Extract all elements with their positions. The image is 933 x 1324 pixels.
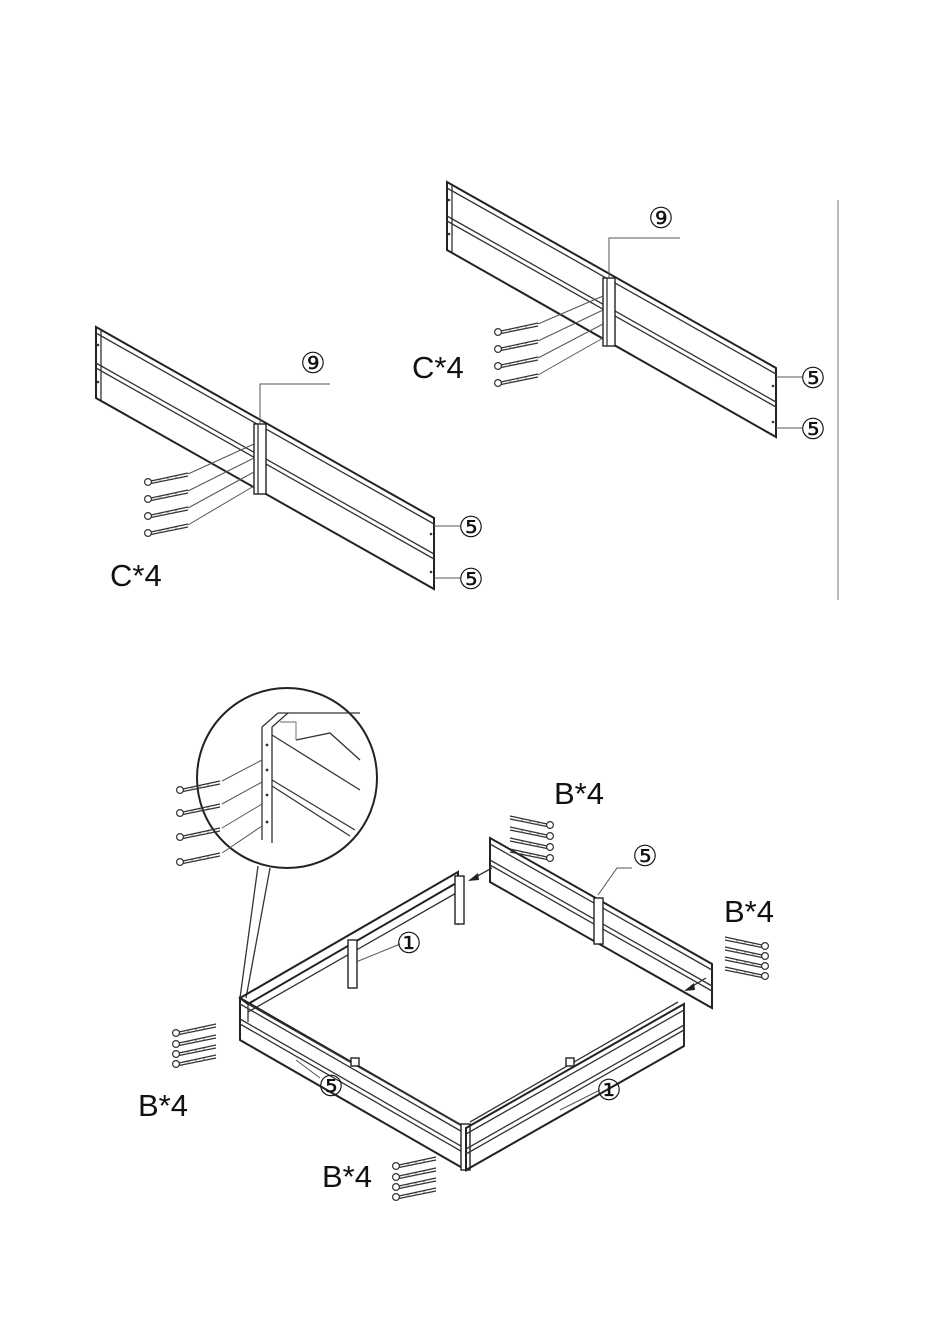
part-number-board: ① — [396, 928, 422, 960]
part-number-board: ⑤ — [632, 841, 658, 873]
screw-icon — [393, 1168, 436, 1180]
screw-icon — [177, 828, 220, 840]
hardware-label: C*4 — [412, 350, 464, 385]
part-number-post: ⑨ — [648, 203, 674, 235]
left-panel-post — [254, 424, 266, 494]
screw-icon — [393, 1178, 436, 1190]
screw-icon — [510, 827, 553, 839]
hardware-label: B*4 — [724, 894, 774, 929]
hardware-label: C*4 — [110, 558, 162, 593]
attach-arrows — [468, 868, 706, 991]
screws-back-right-top — [510, 816, 553, 861]
hardware-label: B*4 — [138, 1088, 188, 1123]
screw-icon — [145, 473, 188, 485]
screw-icon — [495, 357, 538, 369]
part-number-board: ① — [596, 1075, 622, 1107]
screw-icon — [173, 1024, 216, 1036]
screws-front-left — [173, 1024, 216, 1067]
screw-icon — [393, 1157, 436, 1169]
part-number-board: ⑤ — [800, 414, 826, 446]
left-panel-leaders — [260, 384, 460, 578]
assembled-bed-diagram: ⑤ ① ⑤ ① B*4 B*4 B*4 B*4 — [138, 688, 774, 1200]
screw-icon — [510, 838, 553, 850]
part-number-post: ⑨ — [300, 348, 326, 380]
detail-zoom-circle — [177, 688, 377, 868]
screw-icon — [173, 1055, 216, 1067]
box-back-right-wall — [490, 838, 712, 1008]
screw-icon — [145, 507, 188, 519]
screw-icon — [145, 490, 188, 502]
part-number-board: ⑤ — [318, 1071, 344, 1103]
screw-icon — [495, 323, 538, 335]
screw-icon — [145, 524, 188, 536]
part-number-board: ⑤ — [458, 564, 484, 596]
box-front-right-wall — [466, 1002, 684, 1170]
box-front-left-wall — [240, 998, 470, 1170]
right-panel-screws — [495, 296, 603, 386]
hardware-label: B*4 — [322, 1159, 372, 1194]
screw-icon — [725, 947, 768, 959]
screws-back-right-side — [725, 937, 768, 979]
screw-icon — [510, 816, 553, 828]
hardware-label: B*4 — [554, 776, 604, 811]
screw-icon — [393, 1188, 436, 1200]
screw-icon — [725, 957, 768, 969]
screw-icon — [725, 967, 768, 979]
right-panel-post — [603, 278, 615, 346]
box-back-left-wall — [240, 872, 464, 1022]
screw-icon — [173, 1045, 216, 1057]
left-panel-screws — [145, 444, 254, 536]
screw-icon — [177, 853, 220, 865]
part-number-board: ⑤ — [458, 512, 484, 544]
screw-icon — [725, 937, 768, 949]
part-number-board: ⑤ — [800, 363, 826, 395]
screw-icon — [495, 374, 538, 386]
right-panel-leaders — [609, 238, 802, 428]
screw-icon — [495, 340, 538, 352]
screw-icon — [173, 1035, 216, 1047]
screws-front-center — [393, 1157, 436, 1200]
